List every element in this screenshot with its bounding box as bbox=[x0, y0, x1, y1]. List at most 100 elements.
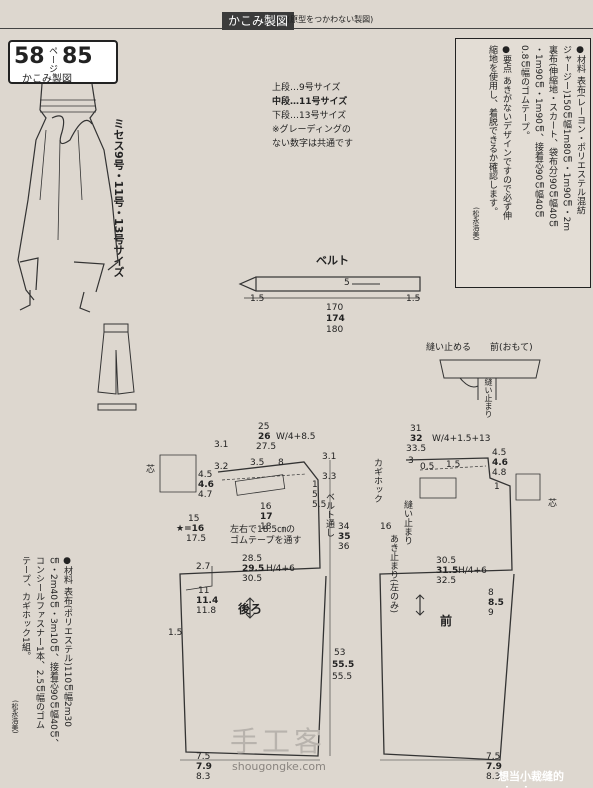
belt-dim-180: 180 bbox=[326, 325, 344, 335]
front-detail-sketch bbox=[439, 359, 541, 400]
belt-dim-left: 1.5 bbox=[250, 294, 265, 304]
belt-dim-five: 5 bbox=[344, 278, 350, 288]
back-v55: 5.5 bbox=[312, 500, 327, 510]
materials-col-2: ジャージー)150㎝幅1m80㎝・1m90㎝・2m bbox=[561, 45, 571, 232]
back-belt-loop-note: ベルト通し bbox=[324, 492, 334, 537]
materials-credit: (松永浩美) bbox=[472, 207, 480, 241]
size-note-1: 上段…9号サイズ bbox=[272, 83, 341, 93]
back-pants-piece bbox=[159, 454, 331, 761]
front-v85: 8.5 bbox=[488, 598, 504, 608]
belt-label: ベルト bbox=[316, 254, 349, 267]
front-v3: 3 bbox=[408, 456, 414, 466]
back-v33b: 3.3 bbox=[322, 472, 337, 482]
back-gom-note-1: 左右で18.5㎝の bbox=[230, 525, 296, 535]
back-v17: 17 bbox=[260, 512, 273, 522]
back-h285: 28.5 bbox=[242, 554, 263, 564]
back-hformula: H/4+6 bbox=[266, 564, 295, 574]
back-v5: 5 bbox=[312, 490, 318, 500]
materials-col-7: 縮地を使用し、着脱できるか確認します。 bbox=[487, 45, 497, 216]
back-v47: 4.7 bbox=[198, 490, 213, 500]
back-v46: 4.6 bbox=[198, 480, 214, 490]
back-v8: 8 bbox=[278, 458, 284, 468]
left-materials-credit: (松永浩美) bbox=[11, 700, 19, 734]
watermark-logo: 手工客 bbox=[230, 725, 327, 758]
front-opening-note: あき止まり(左のみ) bbox=[388, 534, 398, 614]
back-b75: 7.5 bbox=[196, 752, 211, 762]
front-top-32: 32 bbox=[410, 434, 423, 444]
back-v34: 34 bbox=[338, 522, 350, 532]
badge-caption: かこみ製図 bbox=[22, 74, 72, 85]
materials-col-4: ・1m90㎝・1m90㎝、接着芯90㎝幅40㎝ bbox=[533, 45, 543, 219]
watermark-credit: 想当小裁缝的yinyin bbox=[498, 770, 564, 788]
front-h325: 32.5 bbox=[436, 576, 457, 586]
back-v36: 36 bbox=[338, 542, 350, 552]
left-materials-col-2: ㎝・2m40㎝・3m10㎝、接着芯90㎝幅40㎝、 bbox=[48, 556, 58, 748]
item-badge: 58 ページ 85 bbox=[8, 40, 118, 84]
back-b83: 8.3 bbox=[196, 772, 211, 782]
back-v31a: 3.1 bbox=[214, 440, 229, 450]
left-materials-col-1: ●材料 表布(ポリエステル)110㎝幅2m30 bbox=[62, 556, 72, 728]
front-top-335: 33.5 bbox=[406, 444, 427, 454]
back-v53: 53 bbox=[334, 648, 346, 658]
front-top-formula: W/4+1.5+13 bbox=[432, 434, 491, 444]
front-hook-note: カギホック bbox=[372, 458, 382, 503]
back-v45: 4.5 bbox=[198, 470, 213, 480]
back-top-25: 25 bbox=[258, 422, 270, 432]
back-piece-label: 後ろ bbox=[238, 602, 263, 616]
back-v555b: 55.5 bbox=[332, 672, 353, 682]
back-v11: 11 bbox=[198, 586, 210, 596]
header-title: かこみ製図 bbox=[222, 12, 295, 30]
badge-page-number: 58 bbox=[14, 44, 45, 69]
front-b75: 7.5 bbox=[486, 752, 501, 762]
materials-col-6: ●要点 あきがないデザインですので必ず伸 bbox=[501, 45, 511, 220]
size-note-5: ない数字は共通です bbox=[272, 139, 354, 149]
back-v555: 55.5 bbox=[332, 660, 355, 670]
belt-pattern bbox=[238, 276, 421, 299]
back-v32a: 3.2 bbox=[214, 462, 229, 472]
back-v16: 16 bbox=[260, 502, 272, 512]
back-kokoro: 芯 bbox=[146, 465, 156, 475]
size-note-3: 下段…13号サイズ bbox=[272, 111, 347, 121]
flat-sketch bbox=[97, 323, 137, 411]
badge-page-label: ページ bbox=[47, 46, 57, 73]
belt-dim-174: 174 bbox=[326, 314, 345, 324]
size-note-4: ※グレーディングの bbox=[272, 125, 351, 135]
front-v46: 4.6 bbox=[492, 458, 508, 468]
back-gom-note-2: ゴムテープを通す bbox=[230, 536, 302, 546]
materials-col-1: ●材料 表布(レーヨン・ポリエステル混紡 bbox=[575, 45, 585, 215]
left-materials-col-4: テープ、カギホック1組。 bbox=[20, 556, 30, 661]
front-v8: 8 bbox=[488, 588, 494, 598]
back-v175: 17.5 bbox=[186, 534, 207, 544]
back-v118: 11.8 bbox=[196, 606, 217, 616]
fashion-figure bbox=[17, 83, 119, 313]
front-v48: 4.8 bbox=[492, 468, 507, 478]
back-v35: 3.5 bbox=[250, 458, 265, 468]
back-h305: 30.5 bbox=[242, 574, 263, 584]
left-materials-col-3: コンシールファスナー1本、2.5㎝幅のゴム bbox=[34, 556, 44, 730]
front-hformula: H/4+6 bbox=[458, 566, 487, 576]
belt-dim-right: 1.5 bbox=[406, 294, 421, 304]
back-v1: 1 bbox=[312, 480, 318, 490]
back-h295: 29.5 bbox=[242, 564, 265, 574]
front-v05: 0.5 bbox=[420, 462, 435, 472]
back-b79: 7.9 bbox=[196, 762, 212, 772]
back-v31b: 3.1 bbox=[322, 452, 337, 462]
header-subtitle: (原型をつかわない製図) bbox=[287, 15, 374, 24]
front-pants-piece bbox=[379, 457, 541, 761]
materials-col-5: 0.8㎝幅のゴムテープ。 bbox=[519, 45, 529, 141]
front-b83: 8.3 bbox=[486, 772, 501, 782]
front-piece-label: 前 bbox=[440, 614, 453, 628]
front-v1: 1 bbox=[494, 482, 500, 492]
header-rule bbox=[0, 28, 593, 29]
back-star16: ★=16 bbox=[176, 524, 205, 534]
back-top-275: 27.5 bbox=[256, 442, 277, 452]
front-v9: 9 bbox=[488, 608, 494, 618]
materials-col-3: 裏布(伸縮地・スカート、袋布分)90㎝幅40㎝ bbox=[547, 45, 557, 228]
front-h315: 31.5 bbox=[436, 566, 459, 576]
detail-label-front: 前(おもて) bbox=[490, 343, 533, 353]
back-v15b: 1.5 bbox=[168, 628, 183, 638]
size-note-2: 中段…11号サイズ bbox=[272, 97, 348, 107]
front-v45: 4.5 bbox=[492, 448, 507, 458]
badge-item-number: 85 bbox=[62, 44, 93, 69]
